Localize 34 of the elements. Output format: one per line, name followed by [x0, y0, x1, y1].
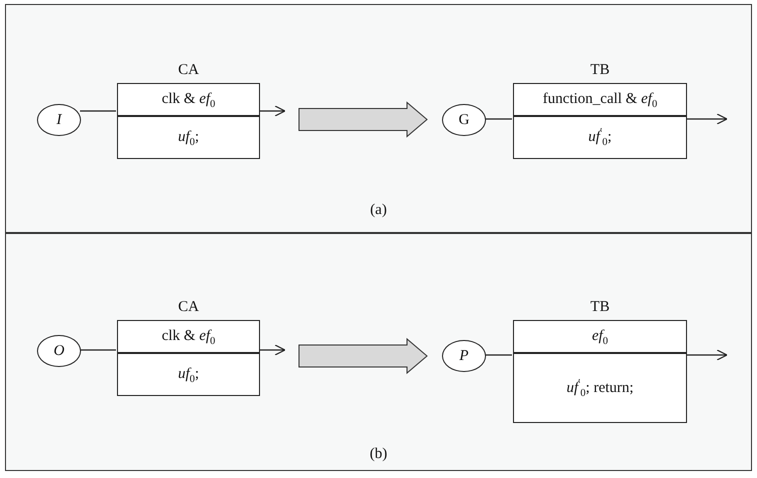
block-title: TB — [589, 299, 611, 316]
state-label: G — [458, 112, 470, 128]
action-text: uf$^{′}$$_{0}$; return; — [566, 378, 634, 398]
panel-caption: (a) — [369, 202, 388, 219]
block-arrow — [298, 101, 428, 138]
block-arrow — [298, 338, 428, 374]
guard-condition: ef$_{0}$ — [592, 328, 608, 345]
action-text: uf$_{0}$; — [178, 365, 200, 384]
block-title: CA — [177, 62, 200, 79]
block-title: CA — [177, 299, 200, 316]
arrow — [686, 349, 728, 361]
guard-condition: function_call & ef$_{0}$ — [542, 91, 658, 108]
state-label: O — [54, 342, 64, 360]
action-text: uf$_{0}$; — [178, 128, 200, 147]
figure-panel — [5, 233, 752, 471]
guard-condition: clk & ef$_{0}$ — [162, 91, 216, 108]
connector-line — [485, 118, 512, 120]
panel-caption: (b) — [368, 446, 388, 463]
guard-condition: clk & ef$_{0}$ — [162, 328, 216, 345]
arrow — [259, 105, 286, 117]
state-circle — [442, 104, 486, 136]
state-label: P — [459, 348, 469, 364]
connector-line — [80, 110, 116, 112]
block-title: TB — [589, 62, 611, 79]
connector-line — [485, 354, 512, 356]
state-circle — [37, 335, 81, 367]
arrow — [686, 113, 728, 125]
action-text: uf$^{′}$$_{0}$; — [588, 128, 612, 147]
figure-panel — [5, 4, 752, 233]
connector-line — [80, 349, 116, 351]
state-circle — [442, 340, 486, 372]
arrow — [259, 344, 286, 356]
state-circle — [37, 104, 81, 136]
state-label: I — [56, 112, 62, 128]
